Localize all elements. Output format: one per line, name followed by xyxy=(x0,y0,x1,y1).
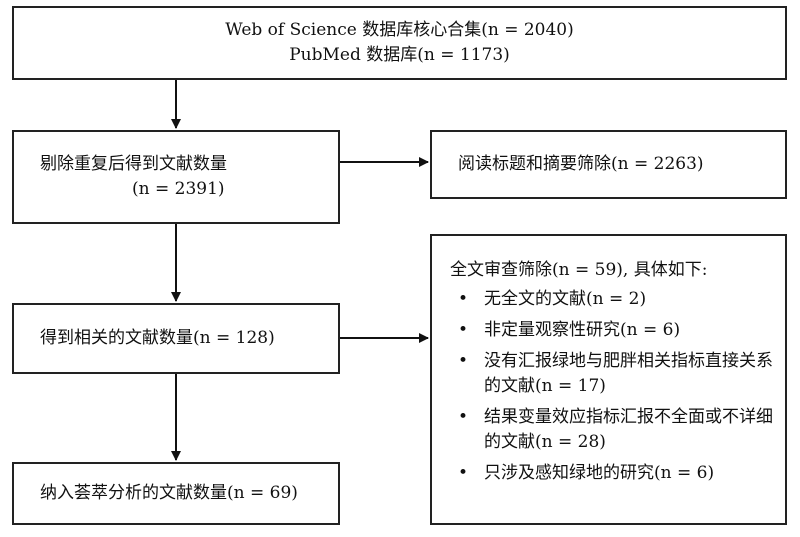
exclusion-item: • 结果变量效应指标汇报不全面或不详细的文献(n = 28) xyxy=(450,405,775,455)
bullet-icon: • xyxy=(458,351,469,371)
relevant-text: 得到相关的文献数量(n = 128) xyxy=(40,328,275,348)
fulltext-review-heading: 全文审查筛除(n = 59), 具体如下: xyxy=(450,260,708,280)
bullet-icon: • xyxy=(458,407,469,427)
exclusion-item-text: 只涉及感知绿地的研究(n = 6) xyxy=(484,463,715,483)
title-abstract-excluded-text: 阅读标题和摘要筛除(n = 2263) xyxy=(458,154,704,174)
exclusion-item-text: 结果变量效应指标汇报不全面或不详细的文献(n = 28) xyxy=(484,407,773,452)
exclusion-item-text: 无全文的文献(n = 2) xyxy=(484,289,647,309)
sources-line2: PubMed 数据库(n = 1173) xyxy=(289,45,510,65)
bullet-icon: • xyxy=(458,463,469,483)
exclusion-item-text: 非定量观察性研究(n = 6) xyxy=(484,320,681,340)
relevant-box: 得到相关的文献数量(n = 128) xyxy=(12,303,340,374)
dedup-line2: (n = 2391) xyxy=(132,179,225,199)
exclusion-item: • 只涉及感知绿地的研究(n = 6) xyxy=(450,461,775,486)
exclusion-item: • 无全文的文献(n = 2) xyxy=(450,287,775,312)
exclusion-item: • 没有汇报绿地与肥胖相关指标直接关系的文献(n = 17) xyxy=(450,349,775,399)
dedup-box: 剔除重复后得到文献数量 (n = 2391) xyxy=(12,130,340,224)
bullet-icon: • xyxy=(458,289,469,309)
exclusion-item-text: 没有汇报绿地与肥胖相关指标直接关系的文献(n = 17) xyxy=(484,351,773,396)
bullet-icon: • xyxy=(458,320,469,340)
exclusion-list: • 无全文的文献(n = 2) • 非定量观察性研究(n = 6) • 没有汇报… xyxy=(450,287,775,486)
sources-line1: Web of Science 数据库核心合集(n = 2040) xyxy=(225,20,574,40)
sources-box: Web of Science 数据库核心合集(n = 2040) PubMed … xyxy=(12,6,787,80)
included-box: 纳入荟萃分析的文献数量(n = 69) xyxy=(12,462,340,525)
title-abstract-excluded-box: 阅读标题和摘要筛除(n = 2263) xyxy=(430,130,787,199)
fulltext-review-box: 全文审查筛除(n = 59), 具体如下: • 无全文的文献(n = 2) • … xyxy=(430,234,787,525)
dedup-line1: 剔除重复后得到文献数量 xyxy=(40,154,227,174)
exclusion-item: • 非定量观察性研究(n = 6) xyxy=(450,318,775,343)
included-text: 纳入荟萃分析的文献数量(n = 69) xyxy=(40,483,298,503)
